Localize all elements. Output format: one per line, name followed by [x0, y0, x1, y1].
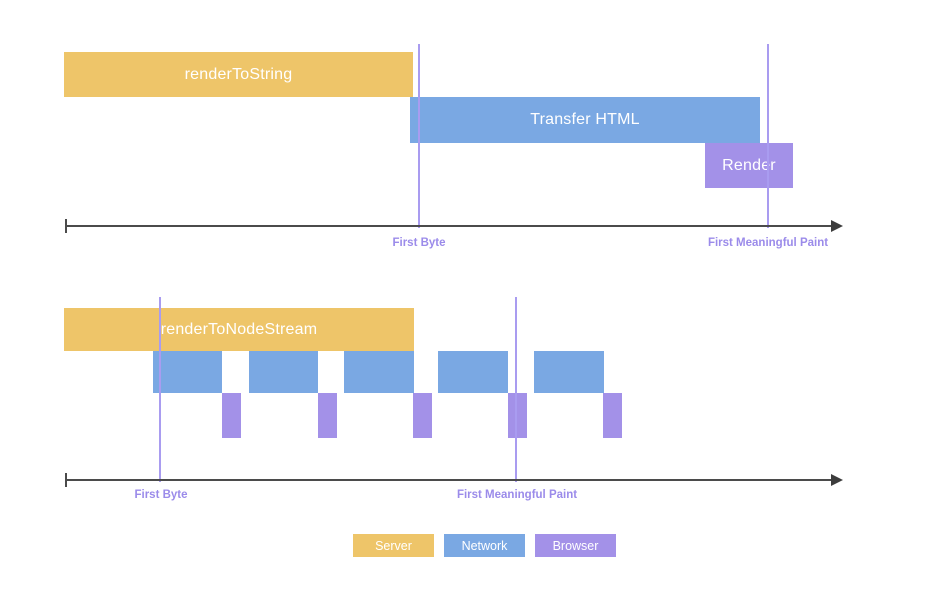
bar-chunk-4-browser	[508, 393, 527, 438]
legend-item-server: Server	[353, 534, 434, 557]
legend-item-network: Network	[444, 534, 525, 557]
bar-chunk-5-network	[534, 351, 604, 393]
bar-chunk-3-browser	[413, 393, 432, 438]
marker-line-first-meaningful-paint-chart2	[515, 297, 517, 482]
bar-chunk-2-network	[249, 351, 318, 393]
legend-label-network: Network	[461, 538, 508, 553]
bar-chunk-4-network	[438, 351, 508, 393]
legend-label-browser: Browser	[552, 538, 599, 553]
bar-render: Render	[705, 143, 793, 188]
legend-label-server: Server	[375, 538, 412, 553]
axis-line-chart2	[65, 479, 833, 481]
bar-label-render-to-node-stream: renderToNodeStream	[160, 320, 318, 338]
bar-chunk-3-network	[344, 351, 414, 393]
marker-label-first-byte-chart2: First Byte	[134, 489, 188, 501]
marker-line-first-meaningful-paint-chart1	[767, 44, 769, 228]
bar-chunk-2-browser	[318, 393, 337, 438]
bar-render-to-node-stream: renderToNodeStream	[64, 308, 414, 351]
bar-chunk-1-network	[153, 351, 222, 393]
legend-item-browser: Browser	[535, 534, 616, 557]
marker-line-first-byte-chart1	[418, 44, 420, 228]
marker-line-first-byte-chart2	[159, 297, 161, 482]
bar-render-to-string: renderToString	[64, 52, 413, 97]
legend: Server Network Browser	[353, 534, 616, 557]
bar-label-transfer-html: Transfer HTML	[530, 111, 640, 128]
axis-arrow-icon-chart2	[831, 474, 843, 486]
bar-chunk-5-browser	[603, 393, 622, 438]
bar-label-render-to-string: renderToString	[184, 65, 293, 83]
axis-arrow-icon-chart1	[831, 220, 843, 232]
bar-transfer-html: Transfer HTML	[410, 97, 760, 143]
marker-label-first-meaningful-paint-chart1: First Meaningful Paint	[707, 237, 829, 249]
bar-label-render: Render	[722, 156, 776, 174]
marker-label-first-meaningful-paint-chart2: First Meaningful Paint	[456, 489, 578, 501]
axis-line-chart1	[65, 225, 833, 227]
marker-label-first-byte-chart1: First Byte	[392, 237, 446, 249]
bar-chunk-1-browser	[222, 393, 241, 438]
